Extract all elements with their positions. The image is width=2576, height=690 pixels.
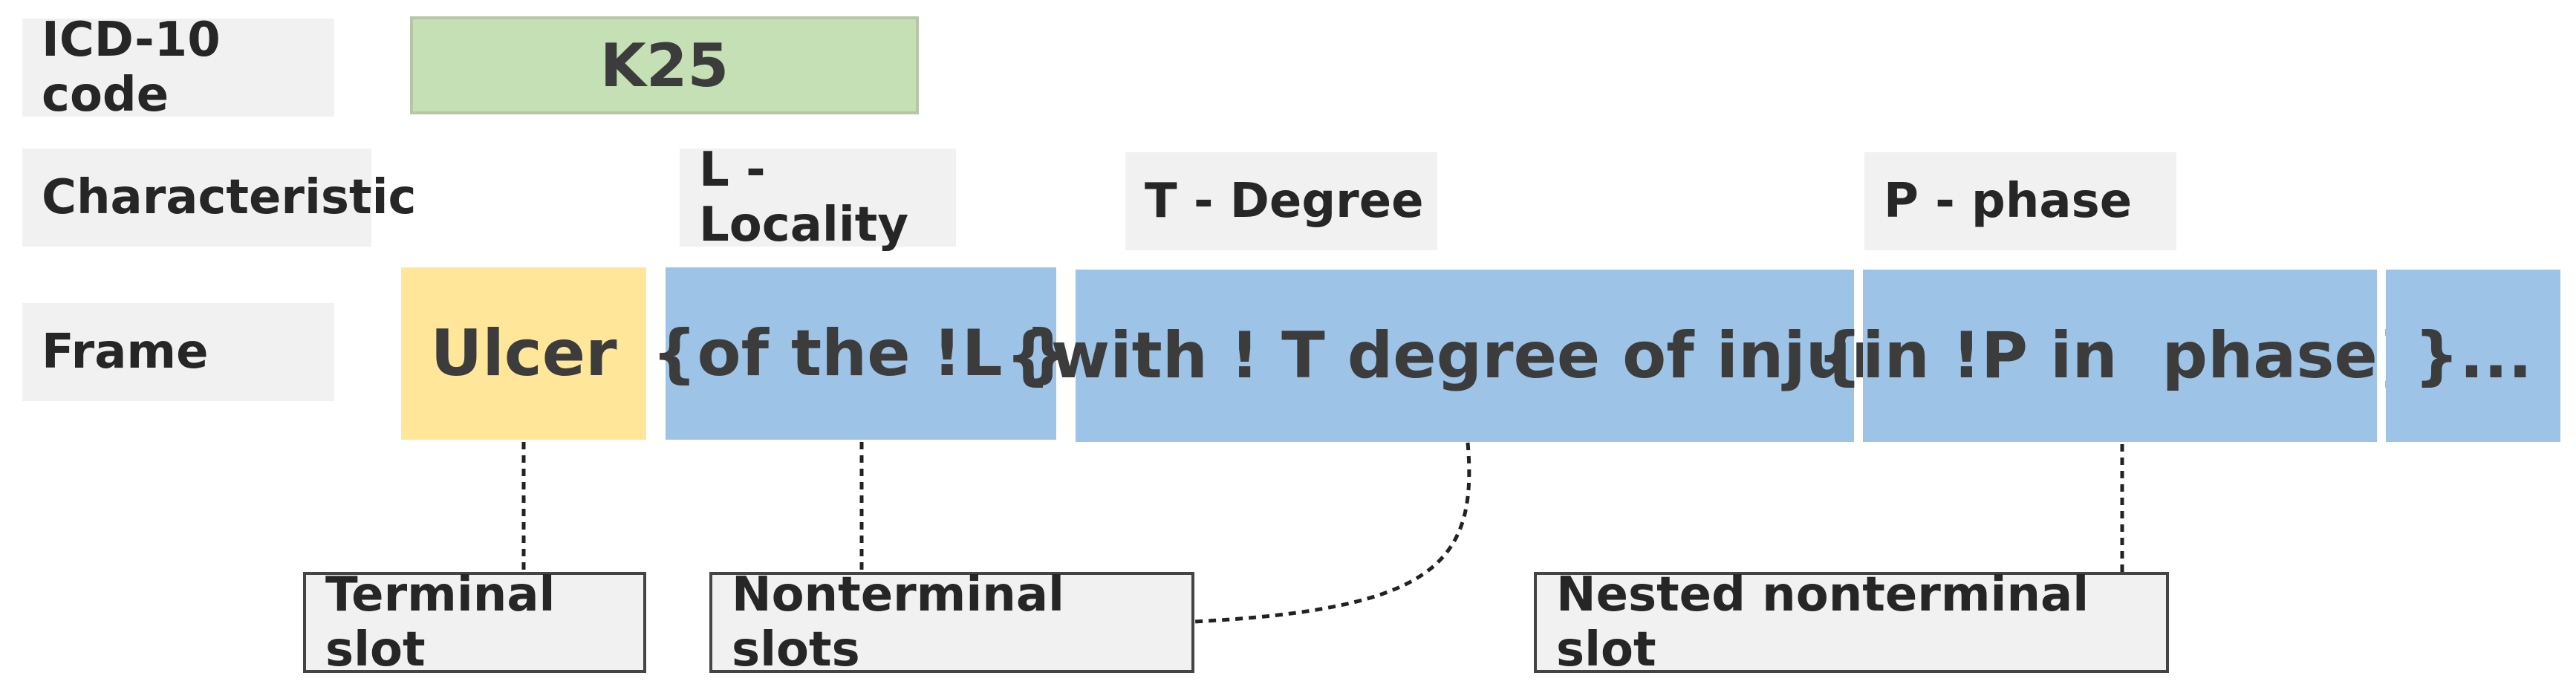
terminal-slot-label: Terminal slot (303, 567, 646, 677)
nested-nonterminal-slot-label: Nested nonterminal slot (1534, 567, 2169, 677)
characteristic-degree: T - Degree (1125, 152, 1437, 250)
characteristic-row-label: Characteristic (22, 149, 416, 247)
nonterminal-slots-label: Nonterminal slots (709, 567, 1194, 677)
frame-terminal-ulcer: Ulcer (401, 267, 646, 440)
characteristic-locality: L - Locality (680, 143, 956, 253)
degree-connector (1194, 442, 1471, 624)
frame-degree-slot: {with ! T degree of injury (1006, 270, 1924, 442)
frame-row-label: Frame (22, 303, 334, 401)
frame-closing: }... (2386, 270, 2560, 442)
icd-code-box: K25 (410, 16, 919, 114)
characteristic-phase: P - phase (1864, 152, 2176, 250)
icd-code-row-label: ICD-10 code (22, 13, 334, 123)
